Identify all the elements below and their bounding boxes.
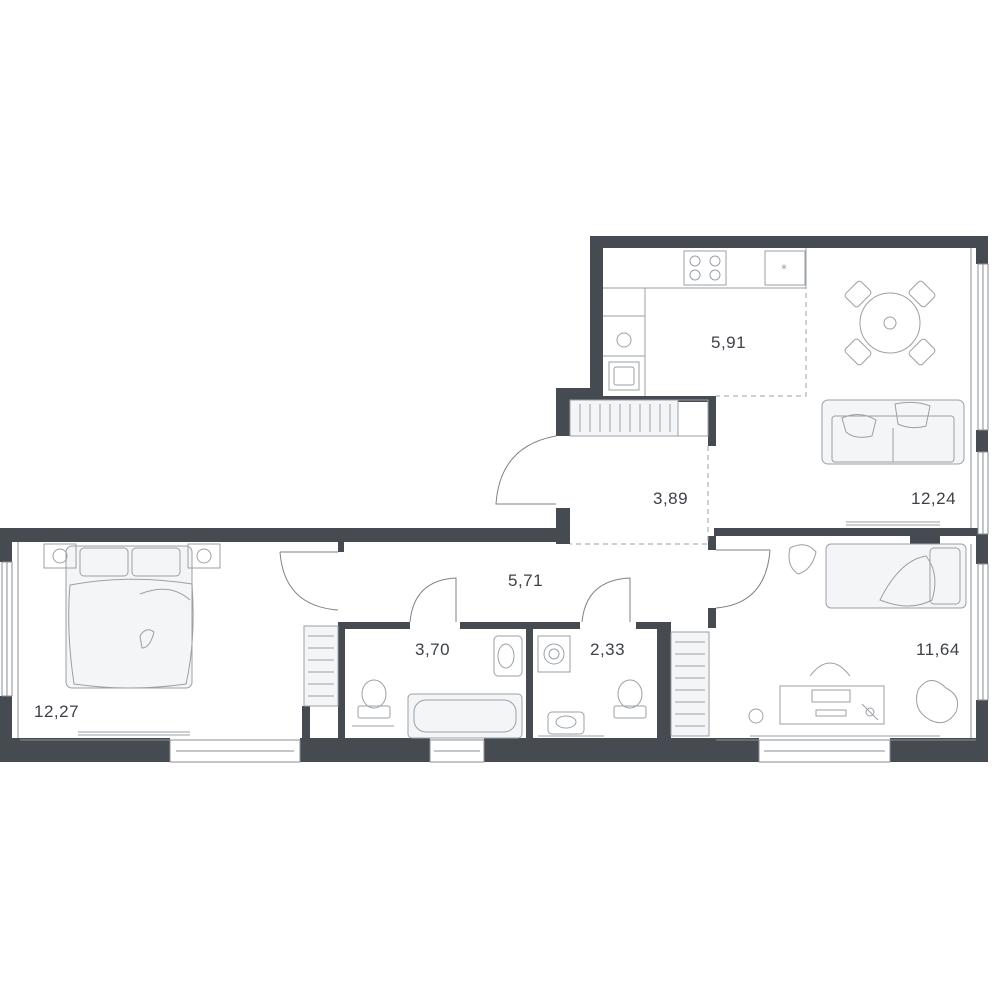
bedroom-left <box>43 543 339 736</box>
area-label-bedroom-left: 12,27 <box>34 702 79 721</box>
sink-icon <box>547 711 585 735</box>
door-swing-icon <box>279 551 339 611</box>
bathroom <box>352 635 523 739</box>
bedroom-right <box>670 543 967 737</box>
water-heater-icon <box>616 332 632 348</box>
windows <box>1 248 989 763</box>
area-label-kitchen: 5,91 <box>711 333 746 352</box>
toilet-icon <box>357 679 391 719</box>
sink-icon <box>608 361 640 391</box>
nightstand-icon <box>43 543 77 569</box>
bed-icon <box>65 545 193 689</box>
toilet-icon <box>613 679 647 719</box>
area-label-corridor: 5,71 <box>508 571 543 590</box>
wardrobe-icon <box>569 399 679 437</box>
door-swing-icon <box>409 577 457 623</box>
area-label-bathroom: 3,70 <box>415 640 450 659</box>
area-label-wc: 2,33 <box>590 640 625 659</box>
wc <box>537 635 647 737</box>
bed-icon <box>825 543 967 609</box>
wardrobe-icon <box>670 631 710 737</box>
corridor <box>279 549 771 623</box>
area-label-bedroom-right: 11,64 <box>916 640 960 659</box>
chair-icon <box>809 662 851 677</box>
hall <box>495 399 709 545</box>
sink-icon <box>493 635 523 677</box>
plant-icon <box>916 680 959 724</box>
door-swing-icon <box>715 549 771 609</box>
wardrobe-icon <box>303 625 339 707</box>
dining-table-icon <box>859 292 921 354</box>
nightstand-icon <box>187 543 221 569</box>
door-swing-icon <box>581 577 631 623</box>
living-room <box>821 280 965 526</box>
area-labels: 5,91 3,89 12,24 5,71 3,70 2,33 12,27 11,… <box>34 333 960 721</box>
desk-icon <box>779 685 885 725</box>
door-swing-icon <box>495 435 557 505</box>
bathtub-icon <box>407 693 523 739</box>
area-label-living: 12,24 <box>911 489 956 508</box>
ball-icon <box>748 708 764 724</box>
area-label-hall: 3,89 <box>653 489 688 508</box>
stove-icon <box>683 250 727 286</box>
kitchen: * <box>603 248 807 397</box>
walls <box>0 236 988 762</box>
svg-text:*: * <box>781 262 787 276</box>
washing-machine-icon <box>537 635 571 673</box>
